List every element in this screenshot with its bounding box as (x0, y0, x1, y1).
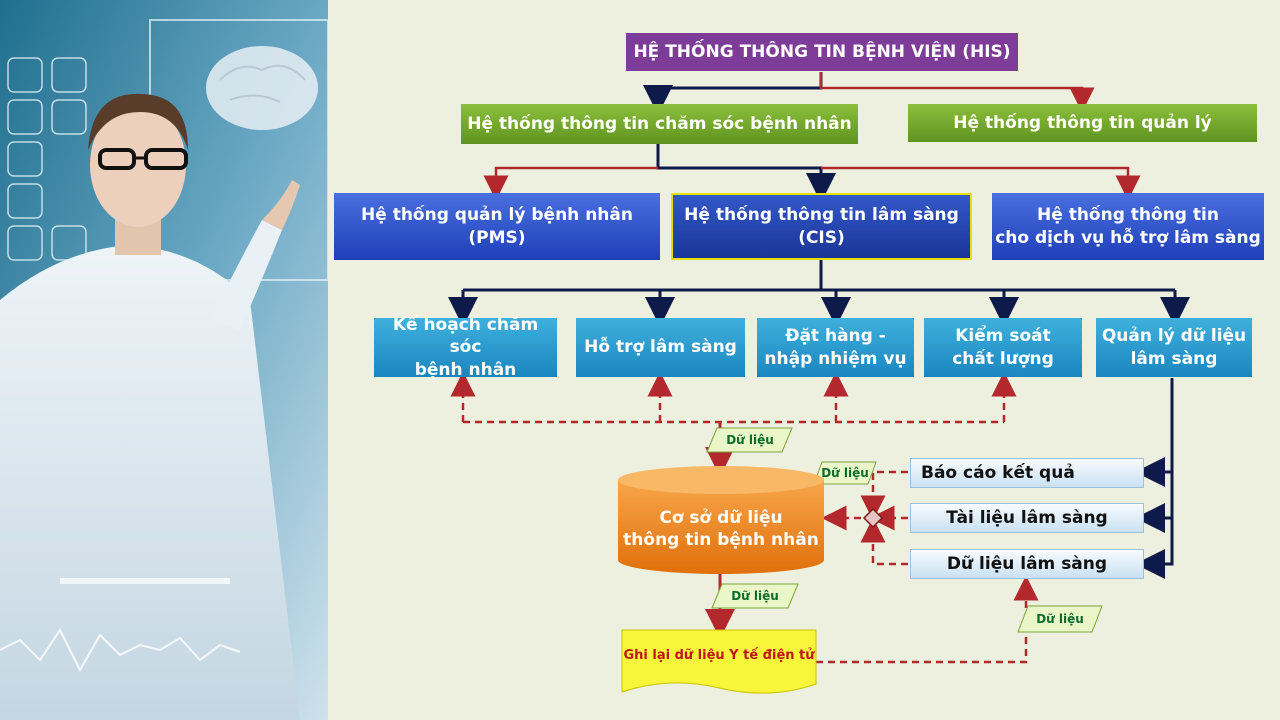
quality-control-box: Kiểm soát chất lượng (924, 318, 1082, 377)
doctor-hologram-photo (0, 0, 328, 720)
data-tag-middle: Dữ liệu (821, 466, 869, 480)
patient-care-system-box: Hệ thống thông tin chăm sóc bệnh nhân (461, 104, 858, 144)
his-title-box: HỆ THỐNG THÔNG TIN BỆNH VIỆN (HIS) (626, 33, 1018, 71)
management-system-box: Hệ thống thông tin quản lý (908, 104, 1257, 142)
pms-box: Hệ thống quản lý bệnh nhân (PMS) (334, 193, 660, 260)
data-tag-top: Dữ liệu (726, 433, 774, 447)
results-report-box: Báo cáo kết quả (910, 458, 1144, 488)
data-tag-right: Dữ liệu (1036, 612, 1084, 626)
electronic-health-record-box: Ghi lại dữ liệu Y tế điện tử (623, 647, 815, 663)
clinical-support-services-box: Hệ thống thông tin cho dịch vụ hỗ trợ lâ… (992, 193, 1264, 260)
clinical-data-management-box: Quản lý dữ liệu lâm sàng (1096, 318, 1252, 377)
data-tag-bottom: Dữ liệu (731, 589, 779, 603)
clinical-documents-box: Tài liệu lâm sàng (910, 503, 1144, 533)
clinical-data-box: Dữ liệu lâm sàng (910, 549, 1144, 579)
clinical-support-box: Hỗ trợ lâm sàng (576, 318, 745, 377)
patient-database: Cơ sở dữ liệu thông tin bệnh nhân (623, 507, 819, 550)
order-entry-box: Đặt hàng - nhập nhiệm vụ (757, 318, 914, 377)
care-plan-box: Kế hoạch chăm sóc bệnh nhân (374, 315, 557, 380)
cis-box: Hệ thống thông tin lâm sàng (CIS) (671, 193, 972, 260)
